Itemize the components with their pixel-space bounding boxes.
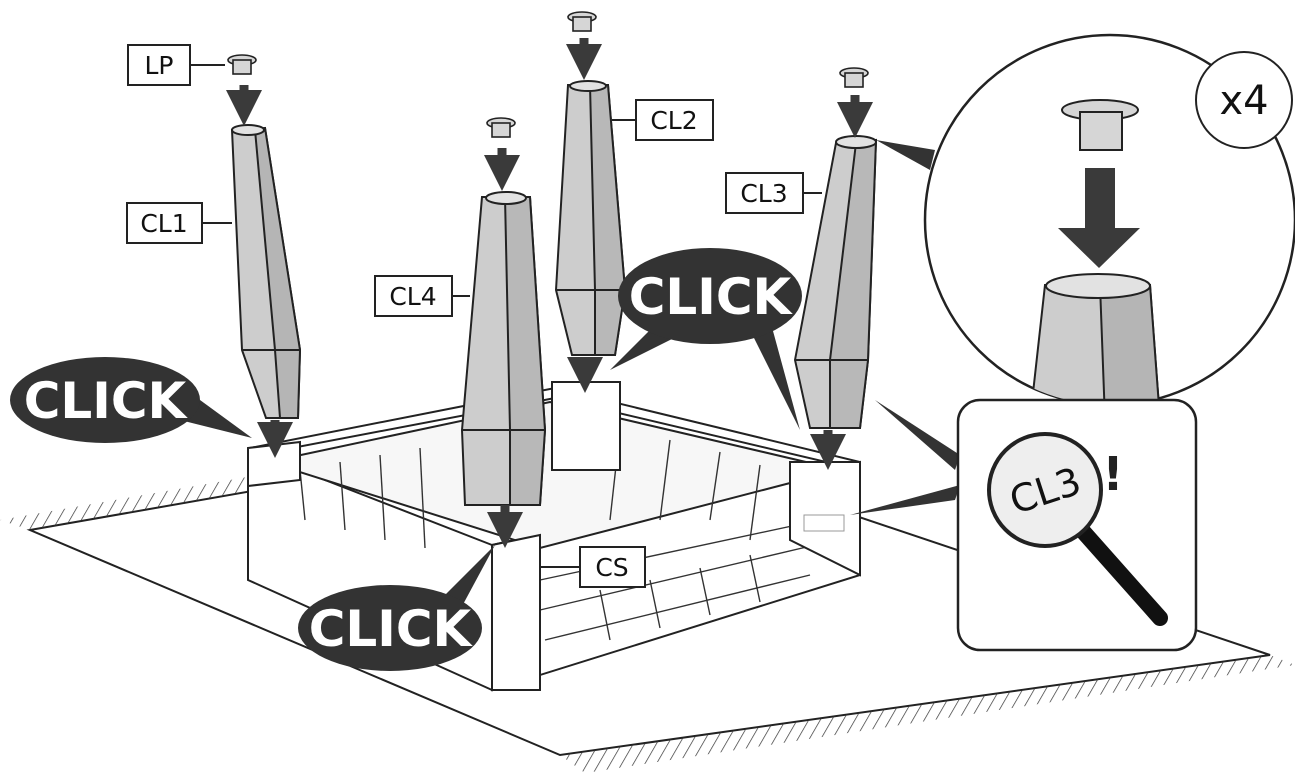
cap-cl4 bbox=[487, 118, 515, 137]
corner-post-left bbox=[248, 442, 300, 486]
cap-cl2 bbox=[568, 12, 596, 31]
leg-cl4 bbox=[462, 192, 545, 505]
click-callout-left: CLICK bbox=[10, 357, 252, 443]
label-cl1-text: CL1 bbox=[140, 209, 187, 238]
click-callout-center: CLICK bbox=[610, 248, 802, 430]
leg-caps bbox=[228, 12, 868, 137]
label-cl2: CL2 bbox=[612, 100, 713, 140]
label-cl4-text: CL4 bbox=[389, 282, 436, 311]
exclamation-mark: ! bbox=[1103, 447, 1124, 501]
leg-cl1 bbox=[232, 125, 300, 418]
label-cl3-text: CL3 bbox=[740, 179, 787, 208]
cap-cl1 bbox=[228, 55, 256, 74]
corner-post-back bbox=[552, 382, 620, 470]
label-lp: LP bbox=[128, 45, 225, 85]
label-cl2-text: CL2 bbox=[650, 106, 697, 135]
label-cl1: CL1 bbox=[127, 203, 232, 243]
corner-post-front bbox=[492, 535, 540, 690]
label-cl4: CL4 bbox=[375, 276, 470, 316]
click-callout-left-text: CLICK bbox=[24, 372, 189, 430]
label-cs-text: CS bbox=[595, 553, 628, 582]
label-lp-text: LP bbox=[144, 51, 173, 80]
click-callout-bottom-text: CLICK bbox=[309, 600, 474, 658]
zoom-detail: x4 bbox=[876, 35, 1295, 420]
leg-cl2 bbox=[556, 81, 625, 355]
quantity-text: x4 bbox=[1219, 78, 1268, 124]
cap-cl3 bbox=[840, 68, 868, 87]
leg-cl3 bbox=[795, 136, 876, 428]
click-callout-center-text: CLICK bbox=[629, 268, 794, 326]
label-cl3: CL3 bbox=[726, 173, 822, 213]
